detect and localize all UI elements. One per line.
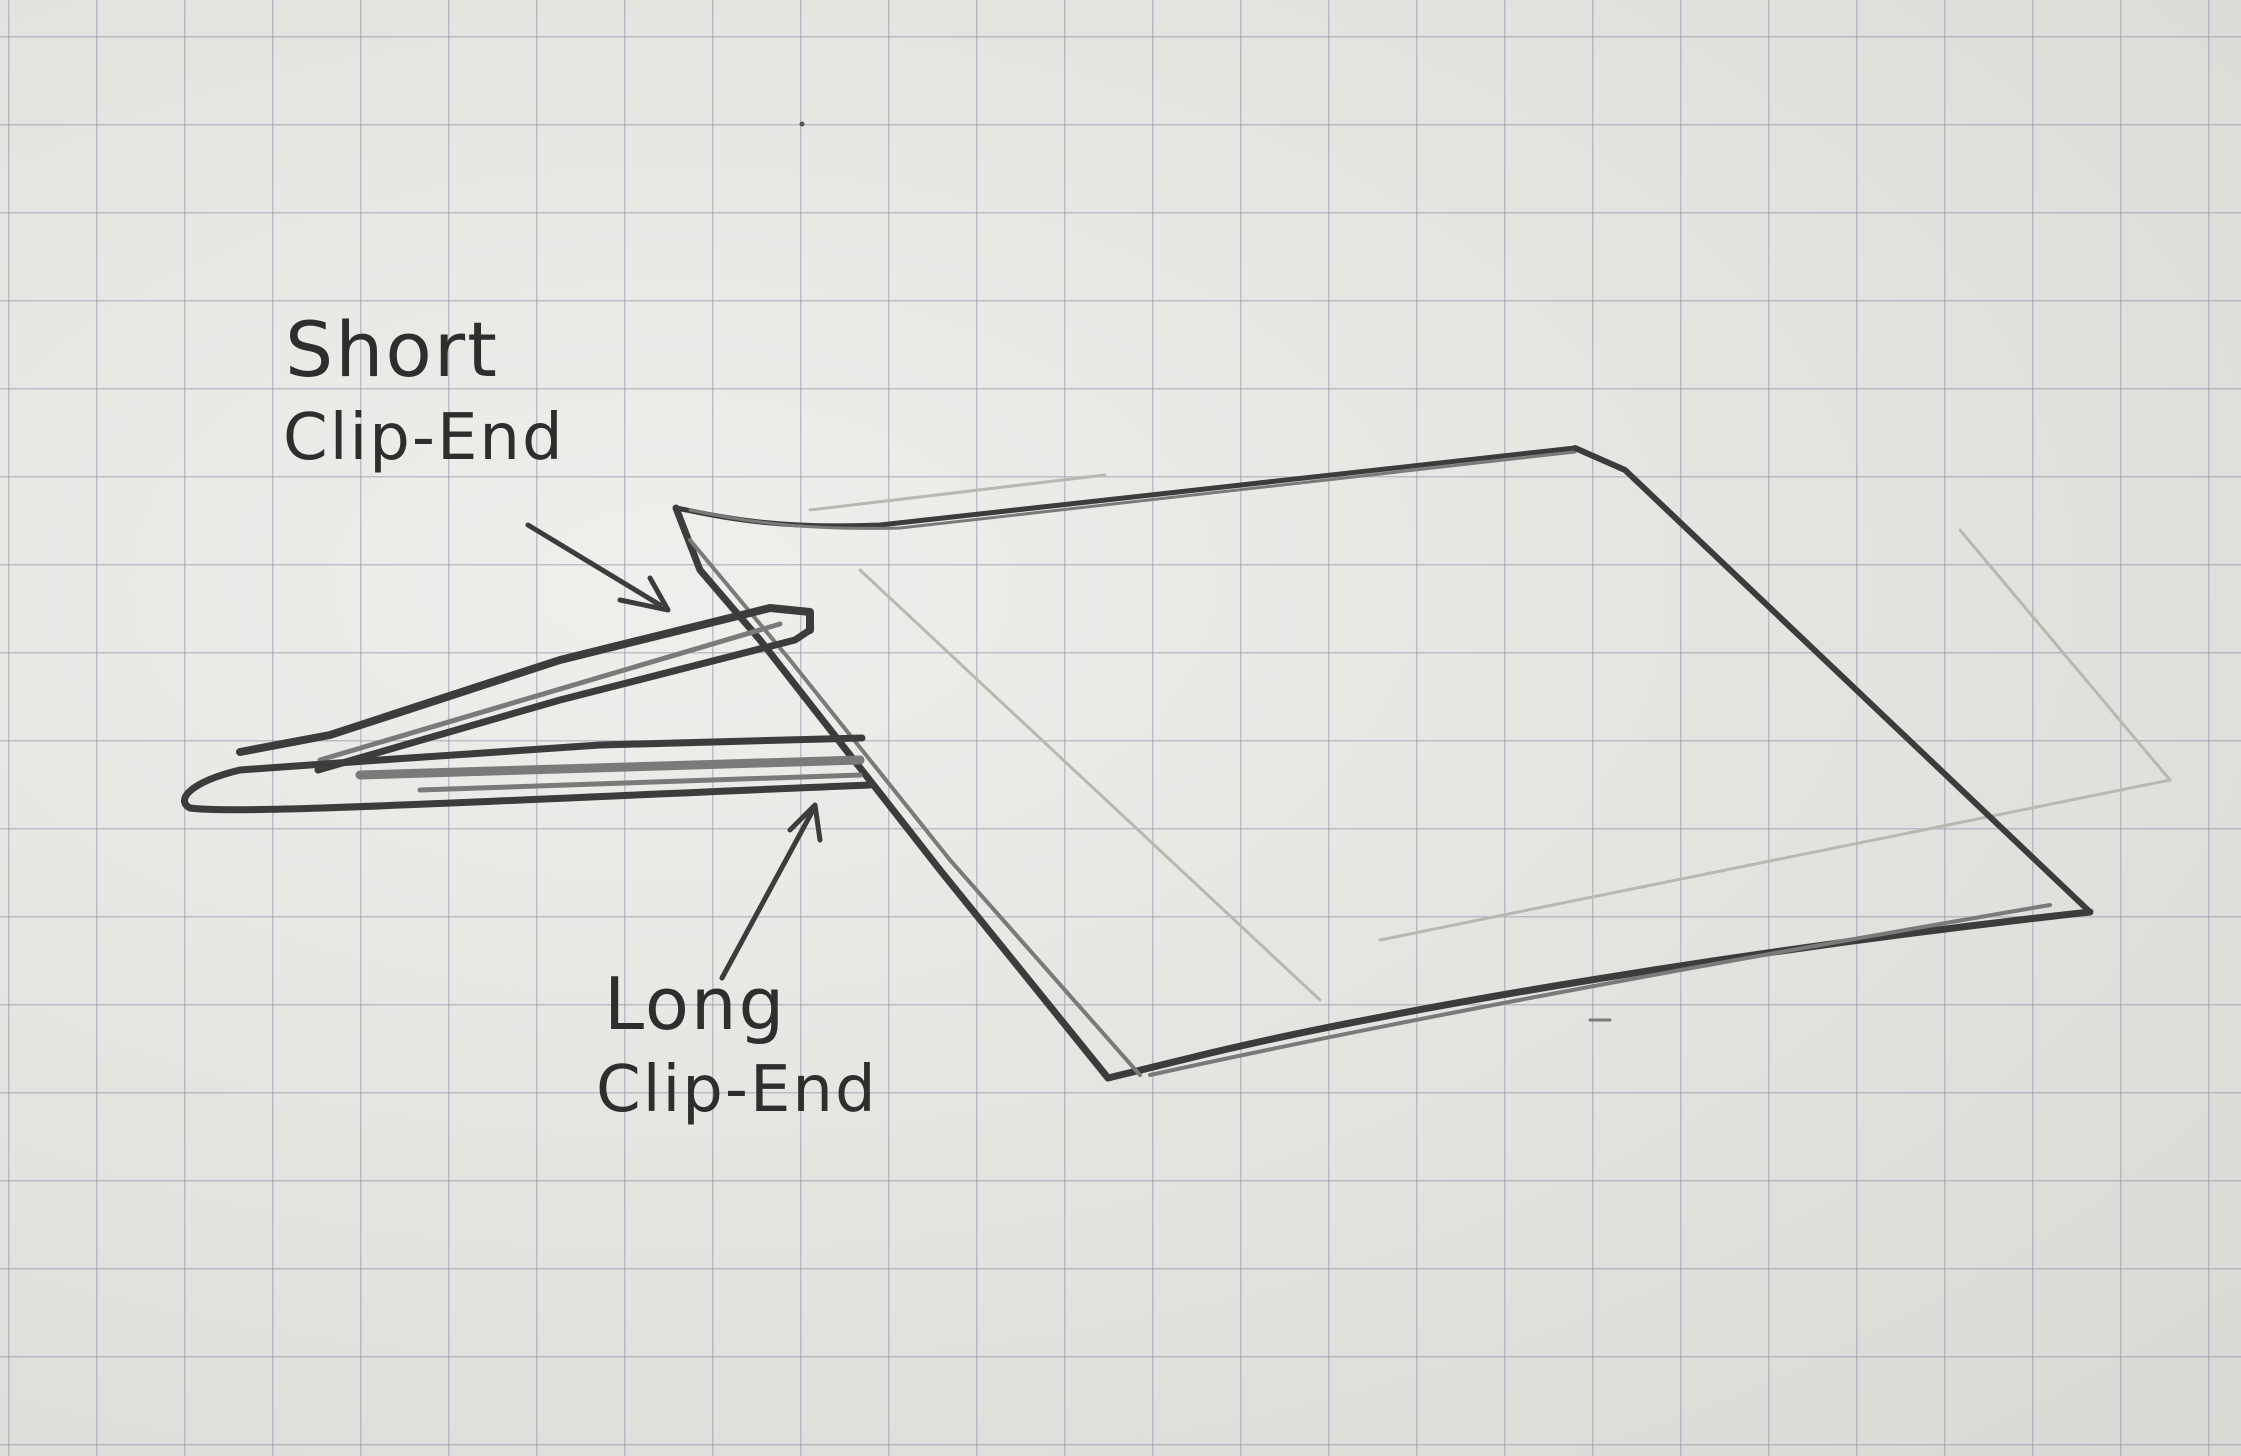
short-clip-end-lower-stroke: [314, 626, 814, 774]
label-line: Short: [285, 305, 499, 394]
clip-body-right-edge: [1572, 445, 2093, 915]
ghost-line: [858, 568, 1322, 1002]
long-clip-end-outline: [181, 734, 874, 814]
long-clip-end: [181, 734, 874, 814]
clip-body-bottom-edge-shadow: [1148, 903, 2052, 1077]
clip-body-top-edge: [673, 445, 1578, 529]
label-line: Clip-End: [283, 401, 565, 475]
label-line: Clip-End: [596, 1053, 878, 1127]
erased-guide-lines: [808, 473, 2172, 1002]
clip-body-bottom-edge: [1104, 908, 2094, 1082]
ghost-line: [1378, 778, 2172, 942]
long-clip-end-shading: [355, 755, 865, 780]
ghost-line: [808, 473, 1107, 512]
short-clip-end-upper-stroke: [236, 604, 814, 756]
clip-body-left-edge-shadow: [688, 538, 1142, 1077]
clip-body-top-edge-shadow: [688, 450, 1577, 530]
short-clip-end: [236, 604, 814, 774]
long-clip-end-label: Long Clip-End: [596, 968, 878, 1122]
stray-dot: [799, 121, 805, 127]
ghost-line: [1958, 528, 2172, 782]
arrow-head-icon: [787, 802, 823, 843]
short-clip-end-arrow: [525, 522, 671, 613]
long-clip-end-arrow: [719, 802, 823, 981]
clip-body: [672, 445, 2094, 1082]
clip-body-left-edge: [672, 504, 1112, 1082]
short-clip-end-fill: [317, 621, 783, 763]
arrow-shaft: [719, 809, 815, 981]
short-clip-end-label: Short Clip-End: [283, 305, 565, 475]
arrow-head-icon: [617, 575, 671, 613]
label-line: Long: [604, 962, 787, 1046]
arrow-shaft: [525, 522, 663, 608]
long-clip-end-shading: [417, 772, 863, 793]
stray-marks: [799, 121, 1612, 1022]
